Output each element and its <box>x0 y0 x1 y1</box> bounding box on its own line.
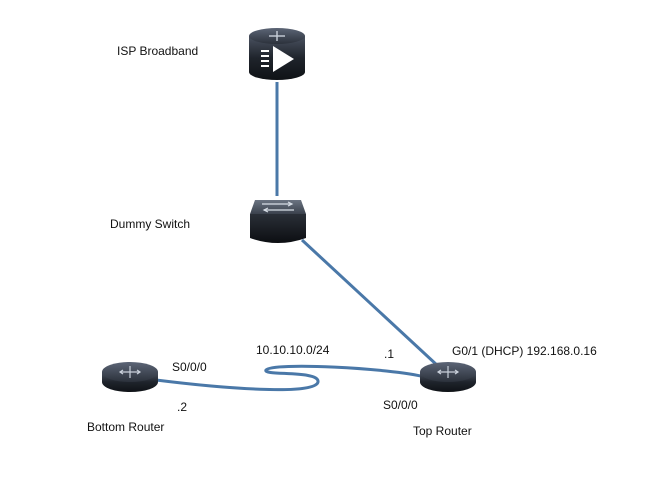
bottom-serial-ip-label: .2 <box>177 400 188 414</box>
bottom-serial-interface-label: S0/0/0 <box>172 360 207 374</box>
top-router-icon <box>420 362 476 392</box>
switch-label: Dummy Switch <box>110 217 191 231</box>
link-serial <box>155 364 426 392</box>
bottom-router-icon <box>102 362 158 392</box>
isp-label: ISP Broadband <box>117 44 199 58</box>
switch-icon <box>250 200 306 243</box>
bottom-router-label: Bottom Router <box>87 420 165 434</box>
top-g01-label: G0/1 (DHCP) 192.168.0.16 <box>452 344 597 358</box>
top-router-label: Top Router <box>413 424 472 438</box>
links <box>155 82 440 392</box>
top-serial-ip-label: .1 <box>384 347 395 361</box>
isp-router-icon <box>249 28 305 80</box>
link-switch-top-router <box>300 238 440 368</box>
serial-network-label: 10.10.10.0/24 <box>256 343 330 357</box>
top-serial-interface-label: S0/0/0 <box>383 398 418 412</box>
